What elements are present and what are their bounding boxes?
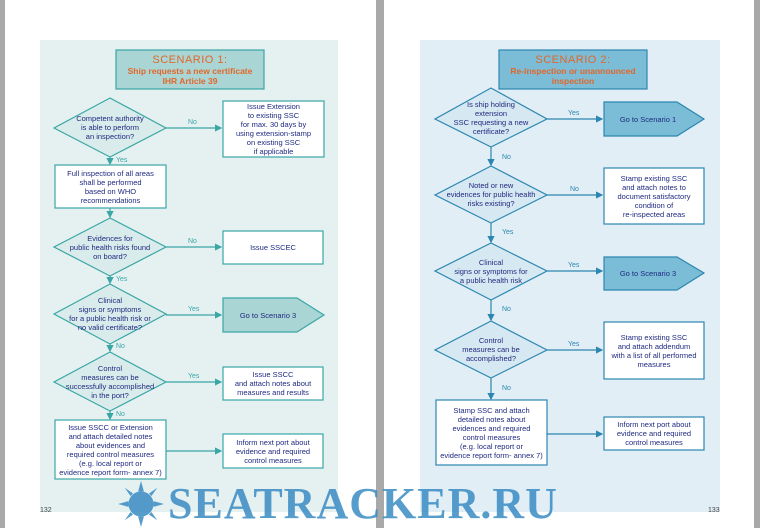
process-box [222, 433, 324, 469]
process-box [603, 321, 705, 380]
box-text: Stamp existing SSC and attach notes to d… [617, 173, 691, 219]
box-text: Issue SSCC and attach notes about measur… [234, 370, 312, 397]
watermark: SEATRACKER.RU [168, 479, 558, 528]
edge-label-no: No [502, 385, 511, 392]
process-box [222, 230, 324, 265]
edge-label-no: No [188, 119, 197, 126]
edge-label-no: No [570, 186, 579, 193]
process-box [54, 419, 167, 480]
box-text: Issue SSCEC [250, 243, 296, 252]
edge-label-yes: Yes [116, 157, 128, 164]
scenario-heading: SCENARIO 2: [535, 53, 611, 66]
process-box [435, 399, 548, 466]
goto-scenario-3: Go to Scenario 3 [239, 310, 297, 320]
page-number: 132 [40, 507, 52, 514]
process-box [54, 164, 167, 209]
scenario-1-title: SCENARIO 1: Ship requests a new certific… [116, 50, 264, 89]
decision-text: Is ship holding extension SSC requesting… [453, 99, 529, 136]
process-box [603, 416, 705, 451]
sun-logo-icon [118, 481, 164, 527]
edge-label-yes: Yes [116, 276, 128, 283]
page-number: 133 [708, 507, 720, 514]
goto-arrow-shape [603, 101, 706, 137]
goto-scenario-1: Go to Scenario 1 [619, 114, 677, 124]
decision-text: Competent authority is able to perform a… [76, 114, 144, 141]
edge-label-no: No [502, 306, 511, 313]
scenario-subtitle: Re-inspection or unannounced inspection [510, 65, 636, 86]
box-text: Full inspection of all areas shall be pe… [67, 168, 154, 205]
scenario-2-title: SCENARIO 2: Re-inspection or unannounced… [499, 50, 647, 89]
box-text: Issue Extension to existing SSC for max.… [235, 102, 312, 156]
goto-arrow-shape [603, 256, 706, 291]
edge-label-no: No [502, 154, 511, 161]
scenario-2-title-box [498, 49, 648, 90]
box-text: Inform next port about evidence and requ… [616, 420, 692, 447]
edge-label-yes: Yes [568, 341, 580, 348]
box-text: Issue SSCC or Extension and attach detai… [59, 422, 162, 477]
edge-label-no: No [116, 343, 125, 350]
decision-text: Control measures can be successfully acc… [65, 363, 155, 400]
edge-label-yes: Yes [568, 110, 580, 117]
scenario-subtitle: Ship requests a new certificate IHR Arti… [127, 65, 253, 86]
process-box [222, 100, 325, 158]
box-text: Inform next port about evidence and requ… [235, 437, 311, 465]
edge-label-yes: Yes [188, 373, 200, 380]
goto-scenario-3: Go to Scenario 3 [619, 269, 677, 278]
decision-text: Clinical signs or symptoms for a public … [69, 296, 151, 332]
goto-arrow-shape [222, 297, 326, 333]
edge-label-yes: Yes [502, 229, 514, 236]
scenario-1-title-box [115, 49, 265, 90]
scenario-heading: SCENARIO 1: [152, 53, 228, 66]
decision-text: Control measures can be accomplished? [462, 336, 520, 363]
decision-text: Noted or new evidences for public health… [446, 181, 536, 208]
edge-label-yes: Yes [568, 262, 580, 269]
process-box [222, 366, 324, 401]
decision-text: Clinical signs or symptoms for a public … [454, 258, 528, 285]
edge-label-no: No [188, 238, 197, 245]
box-text: Stamp existing SSC and attach addendum w… [611, 332, 697, 369]
process-box [603, 167, 705, 225]
decision-text: Evidences for public health risks found … [69, 233, 151, 261]
edge-label-yes: Yes [188, 306, 200, 313]
edge-label-no: No [116, 411, 125, 418]
box-text: Stamp SSC and attach detailed notes abou… [440, 405, 543, 460]
